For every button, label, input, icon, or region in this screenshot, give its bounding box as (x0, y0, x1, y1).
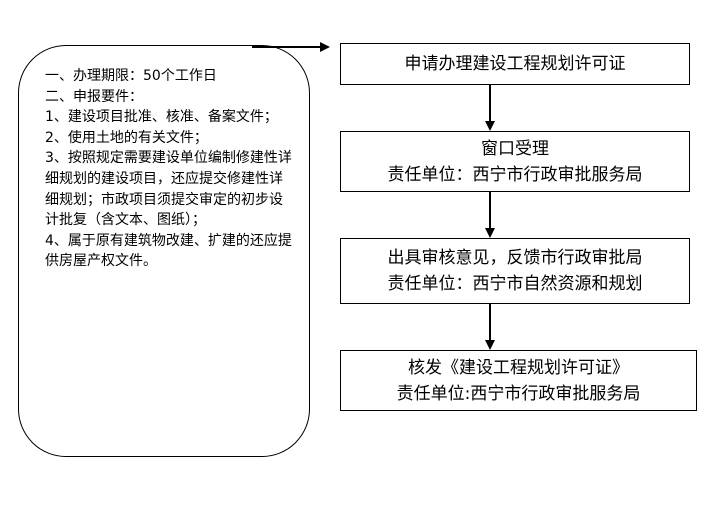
arrow-down-icon (485, 121, 495, 131)
connector-line (489, 304, 491, 340)
arrow-right-icon (320, 42, 330, 52)
step-title: 窗口受理 (481, 138, 549, 159)
requirement-line: 4、属于原有建筑物改建、扩建的还应提供房屋产权文件。 (45, 232, 292, 270)
arrow-down-icon (485, 340, 495, 350)
step-unit: 责任单位：西宁市自然资源和规划 (387, 274, 643, 294)
step-title: 申请办理建设工程规划许可证 (404, 54, 626, 74)
step-title: 出具审核意见，反馈市行政审批局 (387, 248, 643, 268)
step-unit: 责任单位：西宁市行政审批服务局 (387, 164, 643, 185)
requirement-line: 二、申报要件： (45, 88, 143, 105)
requirements-text: 一、办理期限：50个工作日 二、申报要件： 1、建设项目批准、核准、备案文件； … (45, 66, 295, 272)
connector-line (489, 85, 491, 121)
step-review: 出具审核意见，反馈市行政审批局 责任单位：西宁市自然资源和规划 (340, 238, 690, 304)
requirement-line: 2、使用土地的有关文件； (45, 129, 208, 146)
arrow-down-icon (485, 228, 495, 238)
step-window-accept: 窗口受理 责任单位：西宁市行政审批服务局 (340, 131, 690, 192)
step-apply: 申请办理建设工程规划许可证 (340, 43, 690, 85)
connector-line (489, 192, 491, 228)
step-title: 核发《建设工程规划许可证》 (408, 357, 629, 378)
connector-line (252, 46, 322, 48)
requirement-line: 3、按照规定需要建设单位编制修建性详细规划的建设项目，还应提交修建性详细规划；市… (45, 150, 292, 229)
step-issue: 核发《建设工程规划许可证》 责任单位:西宁市行政审批服务局 (340, 350, 697, 411)
step-unit: 责任单位:西宁市行政审批服务局 (396, 383, 641, 404)
requirements-box: 一、办理期限：50个工作日 二、申报要件： 1、建设项目批准、核准、备案文件； … (18, 45, 310, 457)
requirement-line: 一、办理期限：50个工作日 (45, 68, 217, 84)
requirement-line: 1、建设项目批准、核准、备案文件； (45, 109, 278, 126)
